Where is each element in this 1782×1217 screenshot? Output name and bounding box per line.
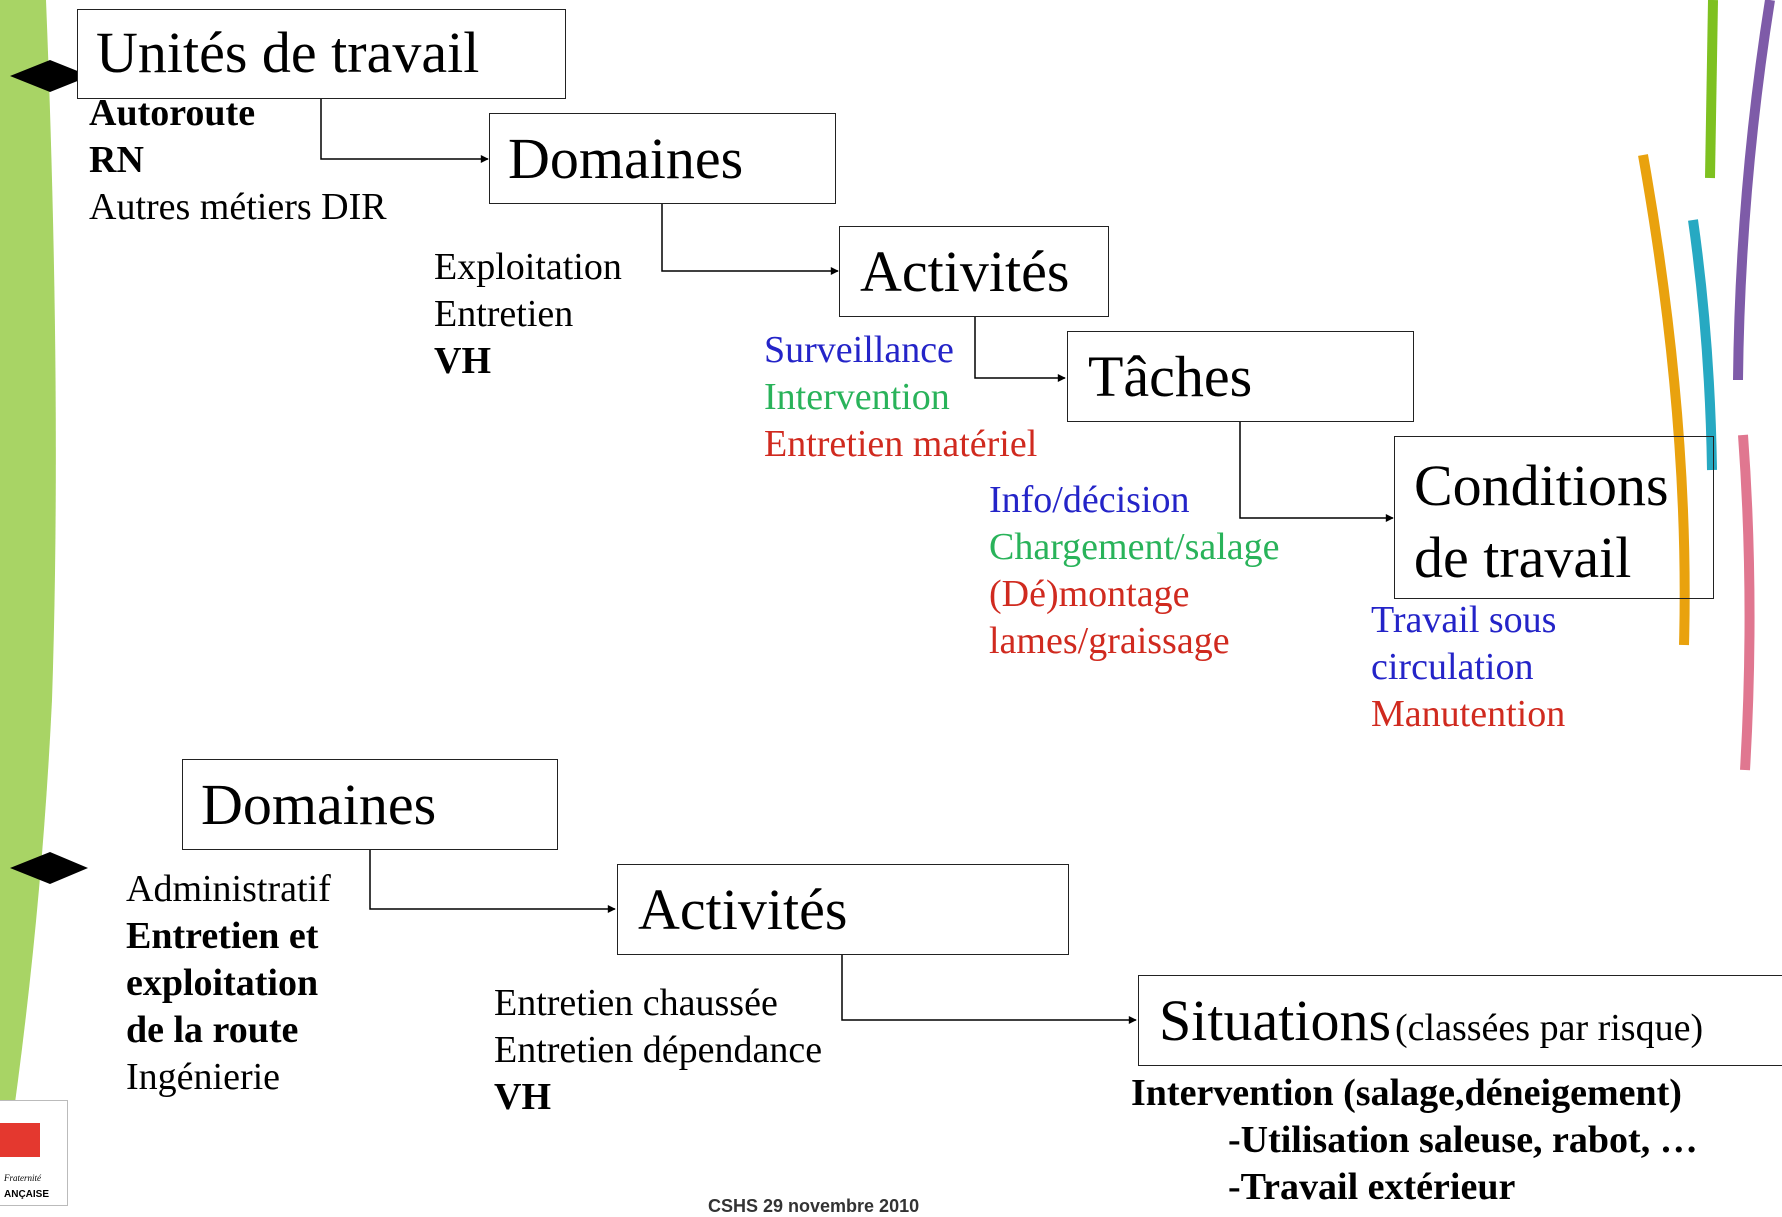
box-tasks: Tâches — [1067, 331, 1414, 422]
connector-activities-situations — [841, 954, 1137, 1024]
domains-2-item-admin: Administratif — [126, 868, 331, 910]
box-work-conditions: Conditions de travail — [1394, 436, 1714, 599]
connector-tasks-conditions — [1239, 422, 1394, 522]
domains-list: Exploitation Entretien VH — [434, 244, 622, 385]
activities-item-intervention: Intervention — [764, 376, 950, 418]
logo-motto: Fraternité — [4, 1173, 41, 1183]
activities-item-surveillance: Surveillance — [764, 329, 954, 371]
footer-text: CSHS 29 novembre 2010 — [708, 1196, 920, 1216]
situations-item-outdoor: -Travail extérieur — [1228, 1166, 1516, 1208]
tasks-item-blades: lames/graissage — [989, 620, 1230, 662]
activities-list: Surveillance Intervention Entretien maté… — [764, 327, 1037, 468]
situations-item-equipment: -Utilisation saleuse, rabot, … — [1228, 1119, 1698, 1161]
situations-list: Intervention (salage,déneigement) -Utili… — [1131, 1070, 1698, 1211]
activities-2-item-dependency: Entretien dépendance — [494, 1029, 823, 1071]
box-work-conditions-line1: Conditions — [1414, 453, 1669, 518]
tasks-list: Info/décision Chargement/salage (Dé)mont… — [989, 477, 1280, 665]
activities-2-list: Entretien chaussée Entretien dépendance … — [494, 980, 822, 1121]
box-activities-2: Activités — [617, 864, 1069, 955]
domains-item-entretien: Entretien — [434, 293, 574, 335]
domains-2-list: Administratif Entretien et exploitation … — [126, 866, 331, 1101]
diamond-bullet-2 — [10, 852, 88, 884]
conditions-item-traffic: circulation — [1371, 646, 1534, 688]
connector-activities-tasks — [974, 316, 1066, 382]
domains-2-item-road: de la route — [126, 1009, 299, 1051]
domains-2-item-engineering: Ingénierie — [126, 1056, 281, 1098]
conditions-item-work-under: Travail sous — [1371, 599, 1557, 641]
republic-logo: Fraternité ANÇAISE — [0, 1100, 68, 1206]
activities-2-item-pavement: Entretien chaussée — [494, 982, 778, 1024]
box-activities-label: Activités — [860, 239, 1070, 304]
domains-item-exploitation: Exploitation — [434, 246, 622, 288]
domains-item-vh: VH — [434, 340, 491, 382]
activities-item-maintenance: Entretien matériel — [764, 423, 1038, 465]
box-tasks-label: Tâches — [1088, 344, 1253, 409]
box-situations-note: (classées par risque) — [1395, 1007, 1704, 1049]
box-domains: Domaines — [489, 113, 836, 204]
box-activities-2-label: Activités — [638, 877, 848, 942]
box-domains-label: Domaines — [508, 126, 744, 191]
logo-country: ANÇAISE — [4, 1189, 50, 1200]
connector-domains-activities-2 — [369, 849, 616, 913]
diamond-bullet-1 — [10, 60, 90, 92]
logo-red-block — [0, 1123, 40, 1157]
stripe-purple — [1733, 0, 1775, 381]
connector-domains-activities — [661, 203, 839, 275]
conditions-item-handling: Manutention — [1371, 693, 1566, 735]
box-units-of-work: Unités de travail — [77, 9, 566, 99]
box-domains-2-label: Domaines — [201, 772, 437, 837]
situations-item-intervention: Intervention (salage,déneigement) — [1131, 1072, 1682, 1114]
tasks-item-mounting: (Dé)montage — [989, 573, 1190, 615]
left-green-band — [0, 0, 56, 1206]
stripe-green — [1705, 0, 1718, 179]
stripe-orange — [1638, 154, 1690, 646]
conditions-list: Travail sous circulation Manutention — [1371, 597, 1565, 738]
tasks-item-loading: Chargement/salage — [989, 526, 1280, 568]
box-activities: Activités — [839, 226, 1109, 317]
domains-2-item-exploitation: exploitation — [126, 962, 319, 1004]
connector-units-domains — [320, 98, 489, 163]
units-item-autoroute: Autoroute — [89, 92, 256, 134]
stripe-teal — [1688, 219, 1717, 471]
activities-2-item-vh: VH — [494, 1076, 551, 1118]
units-item-rn: RN — [89, 139, 144, 181]
tasks-item-info: Info/décision — [989, 479, 1190, 521]
domains-2-item-maintenance: Entretien et — [126, 915, 319, 957]
units-list: Autoroute RN Autres métiers DIR — [89, 90, 387, 231]
box-units-of-work-label: Unités de travail — [96, 20, 480, 85]
box-work-conditions-line2: de travail — [1414, 525, 1632, 590]
box-situations-label: Situations — [1159, 988, 1392, 1053]
box-situations: Situations (classées par risque) — [1138, 975, 1782, 1066]
stripe-pink — [1738, 434, 1755, 771]
box-domains-2: Domaines — [182, 759, 558, 850]
units-item-other: Autres métiers DIR — [89, 186, 387, 228]
